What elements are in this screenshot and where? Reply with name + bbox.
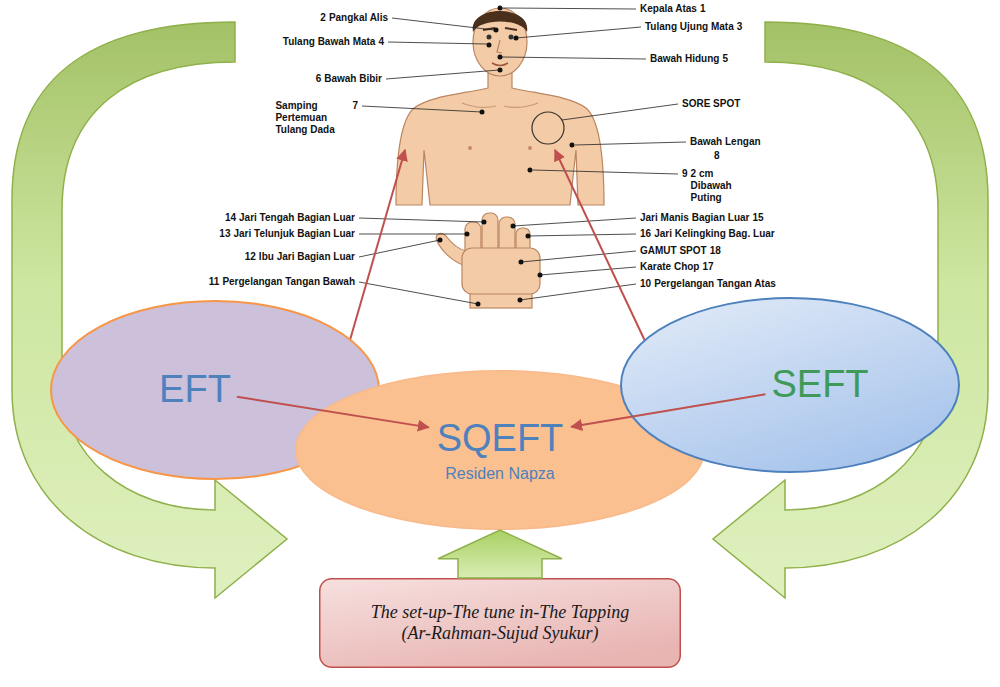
point-label: Jari Manis Bagian Luar (640, 212, 749, 224)
leader-lines (359, 8, 686, 304)
label-row: Samping Pertemuan Tulang Dada7 (275, 100, 358, 136)
label-row: 2Pangkal Alis (320, 12, 388, 24)
point-label: Tulang Bawah Mata (283, 36, 376, 48)
tapping-points (438, 6, 575, 307)
callout-number: 18 (710, 245, 721, 257)
callout-number: 8 (714, 150, 720, 162)
point-label: Jari Kelingking Bag. Luar (654, 228, 775, 240)
label-row: 8 (714, 150, 720, 162)
head (473, 8, 527, 76)
node-content: The set-up-The tune in-The Tapping (Ar-R… (319, 578, 681, 668)
callout-number: 9 (682, 168, 688, 180)
point-label: Ibu Jari Bagian Luar (259, 251, 355, 263)
node-title: EFT (159, 368, 231, 412)
callout-number: 12 (245, 251, 256, 263)
label-row: 16Jari Kelingking Bag. Luar (640, 228, 775, 240)
callout-number: 1 (700, 3, 706, 15)
point-label: Tulang Ujung Mata (645, 21, 734, 33)
label-row: SORE SPOT (682, 98, 740, 110)
nipples (468, 146, 532, 150)
label-row: 6Bawah Bibir (316, 73, 382, 85)
label-row: Bawah Hidung5 (650, 53, 728, 65)
node-title: SEFT (771, 363, 868, 407)
node-subtitle: Residen Napza (445, 465, 554, 483)
label-row: Bawah Lengan (690, 136, 761, 148)
label-row: 13Jari Telunjuk Bagian Luar (219, 228, 355, 240)
point-label: Bawah Bibir (324, 73, 382, 85)
point-label: 2 cm Dibawah Puting (691, 168, 743, 204)
callout-number: 16 (640, 228, 651, 240)
label-row: 14Jari Tengah Bagian Luar (225, 212, 355, 224)
node-title: The set-up-The tune in-The Tapping (Ar-R… (360, 602, 640, 643)
callout-number: 2 (320, 12, 326, 24)
point-label: Bawah Lengan (690, 136, 761, 148)
label-row: Tulang Bawah Mata4 (283, 36, 384, 48)
point-label: Pergelangan Tangan Bawah (222, 276, 355, 288)
callout-number: 10 (640, 278, 651, 290)
point-label: Samping Pertemuan Tulang Dada (275, 100, 349, 136)
pointer-arrow-left (350, 150, 405, 340)
point-label: Kepala Atas (640, 3, 697, 15)
mouth (492, 63, 508, 66)
arrow-connector (237, 397, 429, 428)
label-row: Karate Chop17 (640, 261, 714, 273)
box-shape (320, 579, 681, 668)
callout-number: 5 (722, 53, 728, 65)
point-label: Jari Tengah Bagian Luar (239, 212, 355, 224)
palm (462, 248, 540, 294)
body-figure (396, 70, 604, 205)
point-label: Pergelangan Tangan Atas (654, 278, 776, 290)
node-title: SQEFT (437, 417, 564, 461)
ellipse-shape (621, 298, 959, 472)
callout-number: 14 (225, 212, 236, 224)
label-row: 92 cm Dibawah Puting (682, 168, 743, 204)
point-label: GAMUT SPOT (640, 245, 707, 257)
point-label: Bawah Hidung (650, 53, 719, 65)
callout-number: 11 (209, 276, 220, 288)
method-ellipse: SEFT (620, 297, 960, 473)
label-row: GAMUT SPOT18 (640, 245, 721, 257)
sore-spot-circle (532, 112, 564, 144)
callout-number: 7 (352, 100, 358, 112)
pointer-arrow-right (555, 150, 645, 341)
callout-number: 13 (219, 228, 230, 240)
point-label: Jari Telunjuk Bagian Luar (233, 228, 355, 240)
steps-box: The set-up-The tune in-The Tapping (Ar-R… (319, 578, 681, 668)
callout-number: 17 (702, 261, 713, 273)
arrow-connector (571, 394, 765, 427)
label-row: Kepala Atas1 (640, 3, 705, 15)
label-row: Tulang Ujung Mata3 (645, 21, 742, 33)
callout-number: 15 (752, 212, 763, 224)
label-row: Jari Manis Bagian Luar15 (640, 212, 764, 224)
block-arrow (438, 530, 562, 578)
label-row: 12Ibu Jari Bagian Luar (245, 251, 355, 263)
callout-number: 4 (378, 36, 384, 48)
point-label: Pangkal Alis (329, 12, 388, 24)
label-row: 10Pergelangan Tangan Atas (640, 278, 776, 290)
point-label: SORE SPOT (682, 98, 740, 110)
callout-number: 6 (316, 73, 322, 85)
collarbone-lines (462, 103, 538, 107)
nose (497, 40, 502, 53)
node-content: SEFT (620, 297, 960, 473)
eyes (487, 35, 514, 40)
callout-number: 3 (737, 21, 743, 33)
point-label: Karate Chop (640, 261, 699, 273)
label-row: 11Pergelangan Tangan Bawah (209, 276, 355, 288)
